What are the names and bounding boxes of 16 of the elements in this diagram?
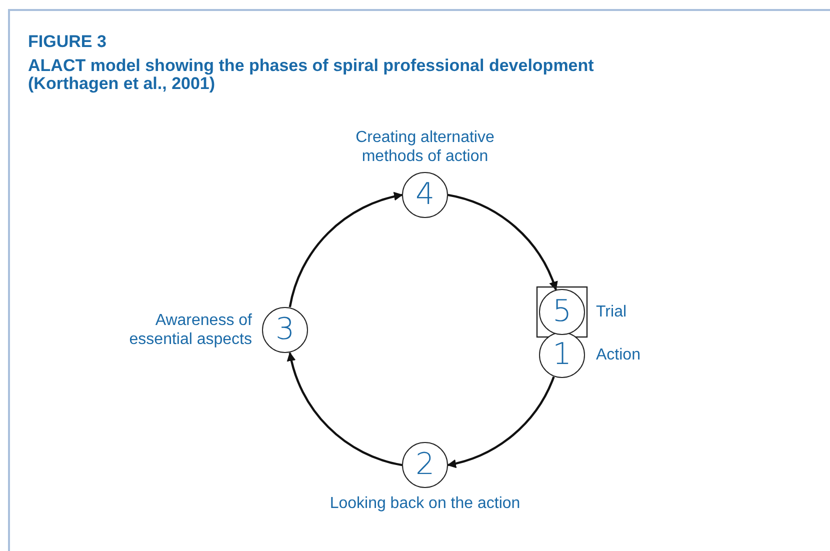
phase-label: Action bbox=[596, 346, 640, 364]
phase-label: Creating alternative methods of action bbox=[354, 128, 496, 166]
figure-number: FIGURE 3 bbox=[28, 31, 106, 52]
cycle-arrow bbox=[448, 194, 558, 291]
phase-label: Looking back on the action bbox=[328, 494, 522, 513]
phase-number: 2 bbox=[415, 450, 435, 480]
phase-label: Trial bbox=[596, 302, 627, 322]
phase-label: Awareness of essential aspects bbox=[128, 311, 252, 349]
cycle-arrow bbox=[288, 192, 403, 308]
cycle-arrow bbox=[287, 352, 402, 466]
cycle-arrow bbox=[447, 376, 555, 468]
figure-title: ALACT model showing the phases of spiral professional development (Korthagen et al., 2001) bbox=[28, 57, 595, 93]
phase-number: 4 bbox=[415, 180, 435, 210]
phase-number: 1 bbox=[552, 340, 572, 370]
phase-number: 3 bbox=[275, 315, 295, 345]
phase-number: 5 bbox=[552, 297, 572, 327]
